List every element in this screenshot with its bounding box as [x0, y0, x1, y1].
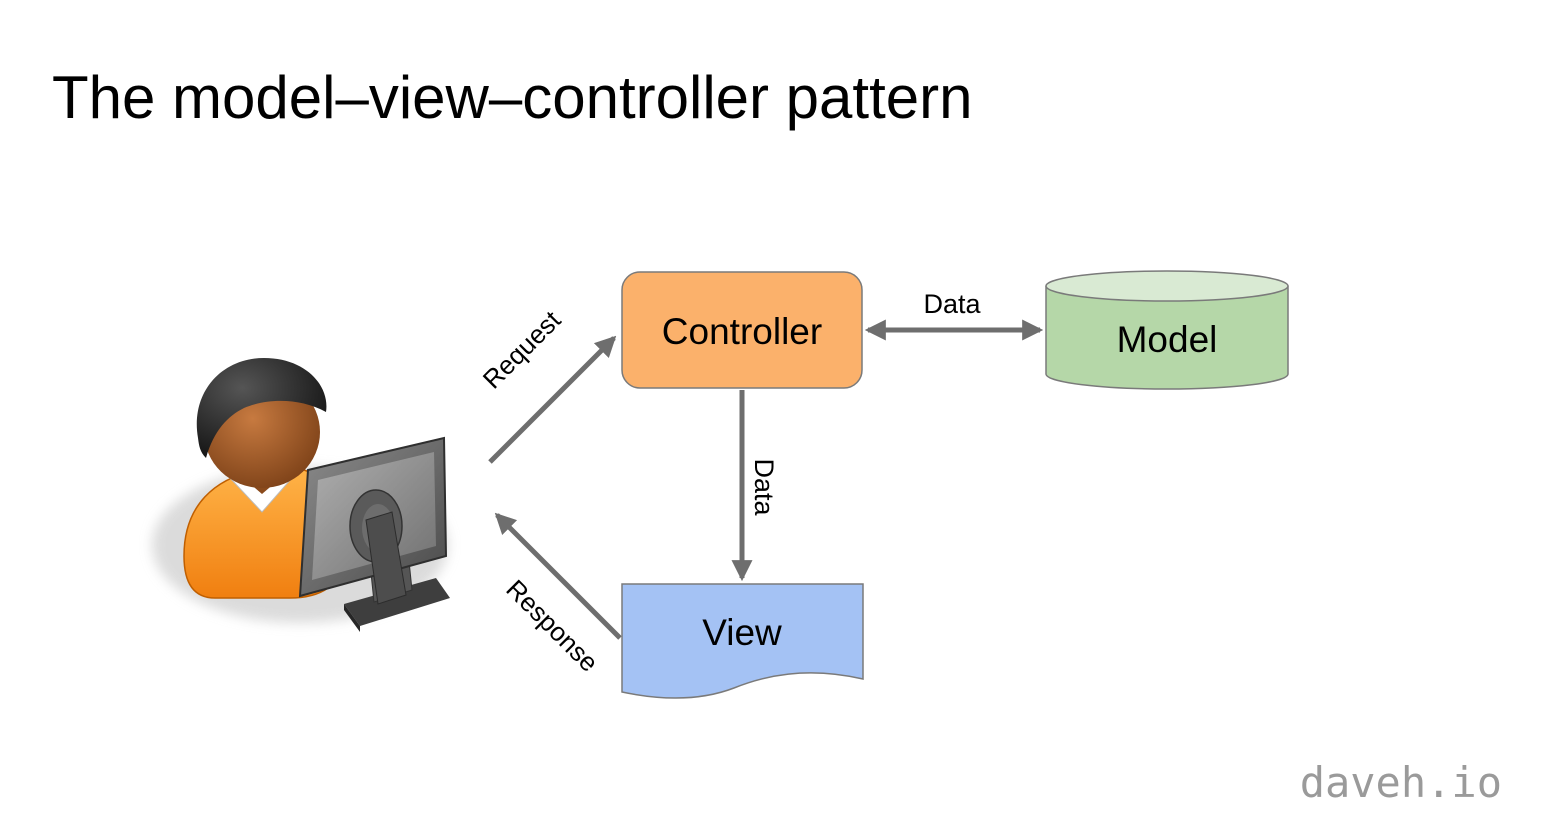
controller-view-label: Data [749, 458, 779, 516]
controller-label: Controller [662, 311, 822, 352]
user-at-computer-icon [152, 358, 450, 632]
model-label: Model [1117, 319, 1218, 360]
request-label: Request [477, 304, 567, 394]
slide-title: The model–view–controller pattern [52, 64, 973, 131]
view-node: View [621, 583, 864, 699]
watermark: daveh.io [1299, 758, 1502, 807]
response-arrow [494, 512, 622, 640]
view-label: View [702, 612, 782, 653]
request-arrow [488, 335, 617, 464]
controller-node: Controller [621, 271, 863, 389]
model-node: Model [1045, 270, 1289, 390]
controller-model-label: Data [923, 289, 981, 319]
response-label: Response [500, 574, 604, 678]
